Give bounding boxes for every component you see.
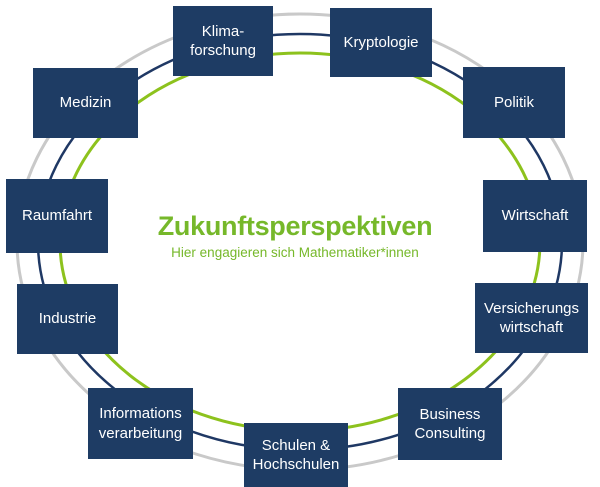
diagram-title: Zukunftsperspektiven	[157, 211, 433, 241]
node-label: Business Consulting	[414, 405, 486, 443]
node-label: Raumfahrt	[21, 207, 93, 225]
node-label: Kryptologie	[343, 33, 419, 51]
node-versicherungswirtschaft: Versicherungs wirtschaft	[475, 283, 588, 353]
node-medizin: Medizin	[33, 68, 138, 138]
node-klimaforschung: Klima- forschung	[173, 6, 273, 76]
node-business-consulting: Business Consulting	[398, 388, 502, 460]
node-label: Schulen & Hochschulen	[252, 436, 340, 474]
node-label: Informations verarbeitung	[98, 405, 183, 442]
node-label: Klima- forschung	[190, 22, 256, 60]
node-label: Industrie	[38, 310, 97, 328]
diagram-center-text: Zukunftsperspektiven Hier engagieren sic…	[140, 212, 450, 260]
node-politik: Politik	[463, 67, 565, 138]
node-label: Versicherungs wirtschaft	[483, 299, 580, 337]
node-informationsverarbeitung: Informations verarbeitung	[88, 388, 193, 459]
node-raumfahrt: Raumfahrt	[6, 179, 108, 253]
node-kryptologie: Kryptologie	[330, 8, 432, 77]
diagram-subtitle: Hier engagieren sich Mathematiker*innen	[171, 245, 419, 260]
node-label: Wirtschaft	[501, 207, 569, 225]
node-industrie: Industrie	[17, 284, 118, 354]
node-label: Medizin	[59, 94, 112, 112]
node-label: Politik	[493, 93, 534, 111]
node-schulen-hochschulen: Schulen & Hochschulen	[244, 423, 348, 487]
node-wirtschaft: Wirtschaft	[483, 180, 587, 252]
